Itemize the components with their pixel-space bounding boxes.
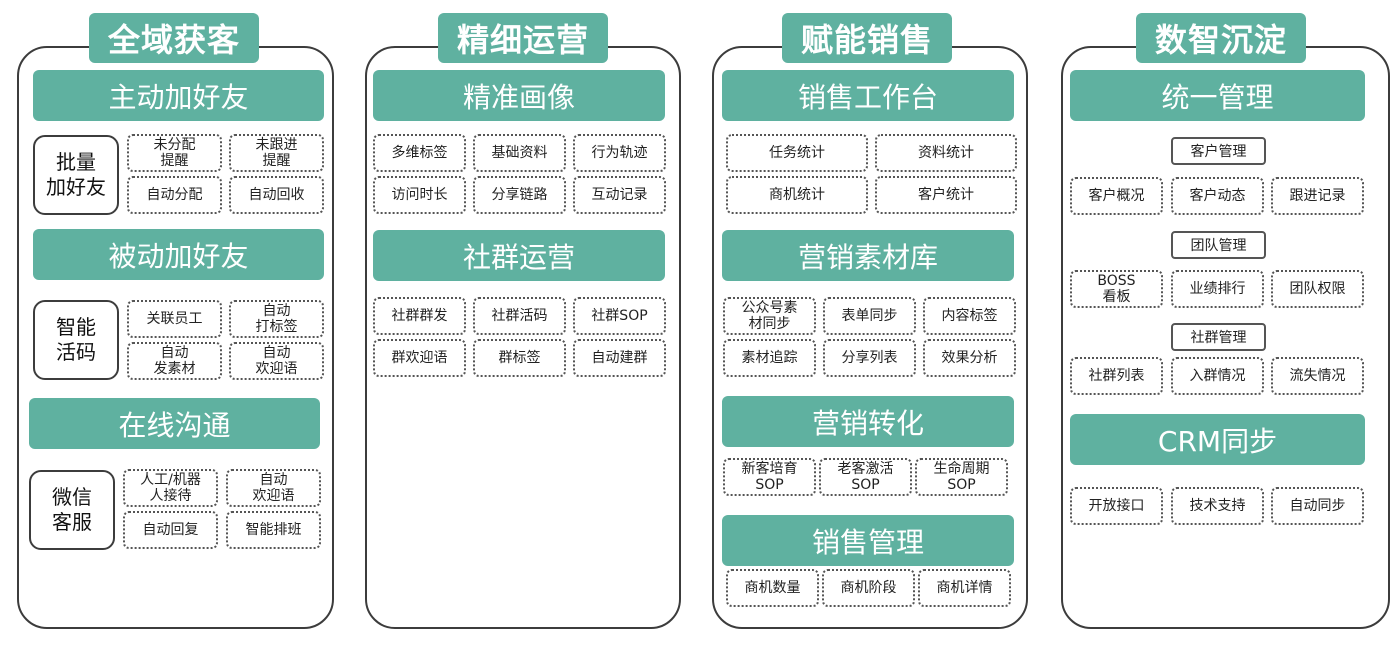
feature-item: 自动 打标签 (229, 300, 324, 338)
section-title: 统一管理 (1070, 70, 1365, 121)
feature-item: BOSS 看板 (1070, 270, 1163, 308)
feature-item: 自动 欢迎语 (226, 469, 321, 507)
group-label: 团队管理 (1171, 231, 1266, 259)
feature-item: 多维标签 (373, 134, 466, 172)
feature-item: 未分配 提醒 (127, 134, 222, 172)
feature-item: 人工/机器 人接待 (123, 469, 218, 507)
section-title: 营销转化 (722, 396, 1014, 447)
section-title: 在线沟通 (29, 398, 320, 449)
feature-item: 内容标签 (923, 297, 1016, 335)
section-side-label: 微信 客服 (29, 470, 115, 550)
feature-item: 基础资料 (473, 134, 566, 172)
section-title: 销售工作台 (722, 70, 1014, 121)
feature-item: 自动 发素材 (127, 342, 222, 380)
feature-item: 客户概况 (1070, 177, 1163, 215)
feature-item: 资料统计 (875, 134, 1017, 172)
feature-item: 关联员工 (127, 300, 222, 338)
section-title: 社群运营 (373, 230, 665, 281)
section-title: 精准画像 (373, 70, 665, 121)
feature-item: 团队权限 (1271, 270, 1364, 308)
feature-item: 社群群发 (373, 297, 466, 335)
feature-item: 新客培育 SOP (723, 458, 816, 496)
feature-item: 社群活码 (473, 297, 566, 335)
feature-item: 行为轨迹 (573, 134, 666, 172)
feature-item: 未跟进 提醒 (229, 134, 324, 172)
feature-item: 商机详情 (918, 569, 1011, 607)
feature-item: 生命周期 SOP (915, 458, 1008, 496)
feature-item: 素材追踪 (723, 339, 816, 377)
feature-item: 效果分析 (923, 339, 1016, 377)
column-title: 全域获客 (89, 13, 259, 63)
feature-item: 客户统计 (875, 176, 1017, 214)
feature-item: 自动分配 (127, 176, 222, 214)
feature-item: 入群情况 (1171, 357, 1264, 395)
feature-item: 表单同步 (823, 297, 916, 335)
feature-item: 群欢迎语 (373, 339, 466, 377)
feature-item: 商机数量 (726, 569, 819, 607)
column-title: 精细运营 (438, 13, 608, 63)
feature-item: 互动记录 (573, 176, 666, 214)
column-title: 赋能销售 (782, 13, 952, 63)
feature-item: 技术支持 (1171, 487, 1264, 525)
feature-item: 流失情况 (1271, 357, 1364, 395)
feature-item: 商机阶段 (822, 569, 915, 607)
feature-item: 社群SOP (573, 297, 666, 335)
feature-item: 客户动态 (1171, 177, 1264, 215)
section-side-label: 批量 加好友 (33, 135, 119, 215)
section-title: 主动加好友 (33, 70, 324, 121)
feature-item: 老客激活 SOP (819, 458, 912, 496)
feature-item: 商机统计 (726, 176, 868, 214)
feature-item: 自动建群 (573, 339, 666, 377)
feature-item: 智能排班 (226, 511, 321, 549)
section-side-label: 智能 活码 (33, 300, 119, 380)
section-title: 销售管理 (722, 515, 1014, 566)
feature-item: 社群列表 (1070, 357, 1163, 395)
feature-item: 自动同步 (1271, 487, 1364, 525)
section-title: 营销素材库 (722, 230, 1014, 281)
feature-item: 访问时长 (373, 176, 466, 214)
feature-item: 跟进记录 (1271, 177, 1364, 215)
section-title: CRM同步 (1070, 414, 1365, 465)
feature-item: 开放接口 (1070, 487, 1163, 525)
feature-item: 分享列表 (823, 339, 916, 377)
feature-item: 任务统计 (726, 134, 868, 172)
section-title: 被动加好友 (33, 229, 324, 280)
group-label: 社群管理 (1171, 323, 1266, 351)
feature-item: 分享链路 (473, 176, 566, 214)
column-title: 数智沉淀 (1136, 13, 1306, 63)
feature-item: 公众号素 材同步 (723, 297, 816, 335)
feature-item: 业绩排行 (1171, 270, 1264, 308)
feature-item: 自动 欢迎语 (229, 342, 324, 380)
feature-item: 自动回收 (229, 176, 324, 214)
feature-item: 自动回复 (123, 511, 218, 549)
group-label: 客户管理 (1171, 137, 1266, 165)
feature-item: 群标签 (473, 339, 566, 377)
